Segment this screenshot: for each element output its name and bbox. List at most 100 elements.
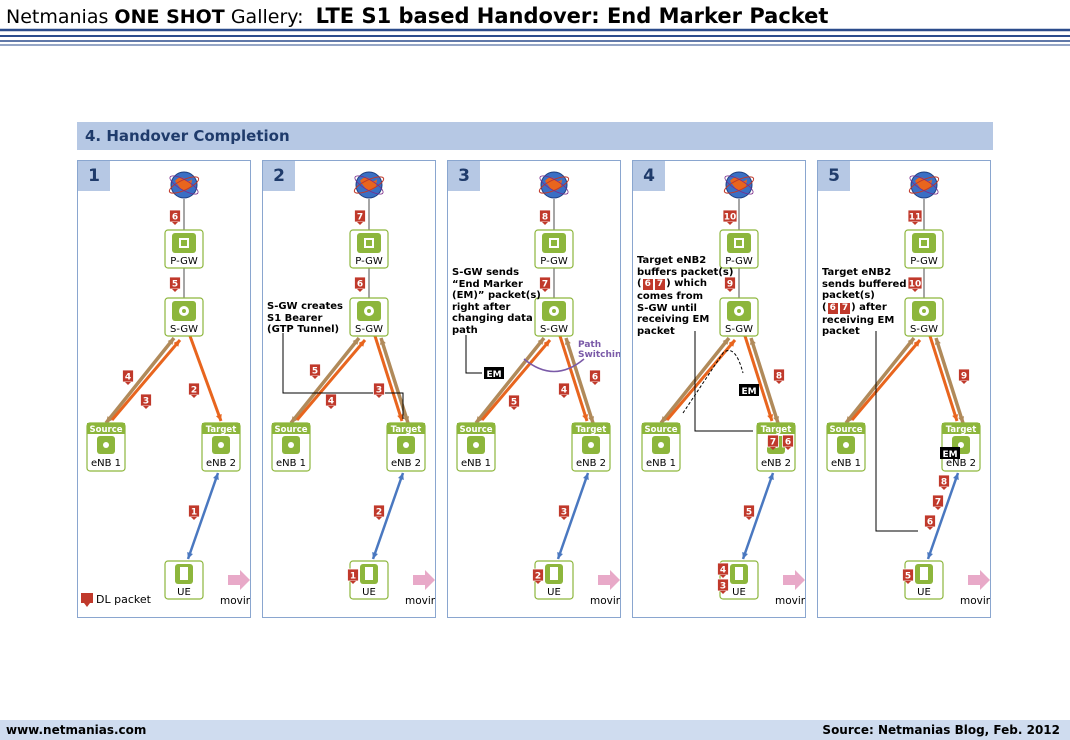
downlink-sgw-to-target-head [215, 414, 222, 421]
dl-packet-tail [746, 517, 752, 520]
end-marker-label: EM [486, 370, 501, 380]
enb1-header [827, 423, 865, 434]
downlink-sgw-to-target-head [582, 414, 588, 421]
ue-label: UE [362, 587, 376, 598]
enb1-label: eNB 1 [91, 458, 121, 469]
sgw-label: S-GW [910, 324, 938, 335]
dl-packet-tail [941, 487, 947, 490]
legend-label: DL packet [96, 593, 151, 606]
packet-number: 4 [328, 397, 334, 407]
dl-packet-tail [357, 289, 363, 292]
phone-screen-icon [735, 567, 743, 580]
radio-link-head [927, 552, 933, 559]
new-s1-bearer-head [958, 416, 964, 423]
dl-packet-tail [912, 222, 918, 225]
inline-packet: 7 [838, 301, 852, 315]
moving-arrow-icon [968, 570, 990, 590]
inline-packet: 6 [641, 278, 654, 291]
dl-packet-tail [727, 222, 733, 225]
enb2-role-label: Target [761, 425, 792, 435]
packet-number: 5 [746, 508, 752, 518]
antenna-icon [103, 442, 109, 448]
packet-number: 5 [172, 280, 178, 290]
dl-packet-tail [542, 289, 548, 292]
note-line: sends buffered [822, 278, 907, 290]
packet-number: 3 [376, 386, 382, 396]
globe-land-icon [915, 177, 932, 191]
note-text: ) which [666, 278, 707, 289]
phone-screen-icon [365, 567, 373, 580]
dl-packet-tail [511, 407, 517, 410]
globe-orbit-icon [538, 176, 570, 194]
dl-packet-tail [912, 289, 918, 292]
note-line: path [452, 324, 478, 336]
forwarding-tunnel-head [543, 340, 550, 347]
globe-orbit-icon [353, 176, 385, 194]
forwarding-tunnel-head [173, 340, 180, 347]
sgw-label: S-GW [540, 324, 568, 335]
page-header: Netmanias ONE SHOT Gallery: LTE S1 based… [6, 4, 828, 28]
enb2-label: eNB 2 [576, 458, 606, 469]
tunnel-source-to-sgw [844, 336, 916, 425]
note-line: S-GW sends [452, 267, 520, 278]
packet-number: 7 [935, 498, 941, 508]
dl-packet-tail [191, 395, 197, 398]
dl-packet-tail [376, 517, 382, 520]
radio-link [926, 472, 960, 560]
dl-packet-tail [535, 581, 541, 584]
enb1-label: eNB 1 [831, 458, 861, 469]
enb1-role-label: Source [89, 425, 122, 435]
enb2-label: eNB 2 [391, 458, 421, 469]
enb1-role-label: Source [459, 425, 492, 435]
dl-packet-tail [172, 289, 178, 292]
enb2-header [757, 423, 795, 434]
dl-packet-tail [191, 517, 197, 520]
dl-packet-tail [592, 382, 598, 385]
dl-packet-tail [720, 591, 726, 594]
enb2-header [387, 423, 425, 434]
tunnel-source-to-sgw [104, 336, 176, 425]
end-marker-packet [940, 447, 960, 459]
pgw-core-icon [921, 240, 927, 246]
note-line: right after [452, 301, 511, 313]
antenna-icon [218, 442, 224, 448]
new-s1-bearer [564, 337, 595, 424]
packet-number: 6 [785, 438, 791, 448]
page-title: LTE S1 based Handover: End Marker Packet [315, 4, 829, 28]
dl-packet-tail [357, 222, 363, 225]
note-line: S-GW until [637, 302, 697, 314]
tunnel-source-to-sgw-head [106, 416, 113, 423]
tunnel-source-to-sgw-head [291, 416, 298, 423]
packet-number: 8 [776, 372, 782, 382]
section-bar: 4. Handover Completion [77, 122, 993, 150]
radio-link-head [372, 552, 378, 559]
moving-arrow-icon [413, 570, 435, 590]
enb1-header [642, 423, 680, 434]
note-line: “End Marker [452, 278, 523, 290]
antenna-icon [588, 442, 594, 448]
packet-number: 7 [542, 280, 548, 290]
footer-url: www.netmanias.com [6, 723, 147, 737]
packet-number: 3 [720, 582, 726, 592]
packet-number: 10 [909, 280, 922, 290]
note-line: packet [637, 325, 675, 337]
globe-orbit-icon [723, 176, 755, 194]
moving-arrow-icon [783, 570, 805, 590]
downlink-sgw-to-target [373, 335, 404, 422]
radio-link [556, 472, 590, 560]
note-line: S-GW creates [267, 301, 343, 312]
downlink-sgw-to-target-head [952, 414, 958, 421]
downlink-sgw-to-target [188, 335, 223, 422]
packet-number: 4 [561, 386, 567, 396]
packet-number: 7 [357, 213, 363, 223]
ue-label: UE [917, 587, 931, 598]
globe-orbit-icon [909, 175, 939, 195]
tunnel-source-to-sgw-head [907, 338, 914, 345]
enb1-header [457, 423, 495, 434]
radio-link [371, 472, 405, 560]
